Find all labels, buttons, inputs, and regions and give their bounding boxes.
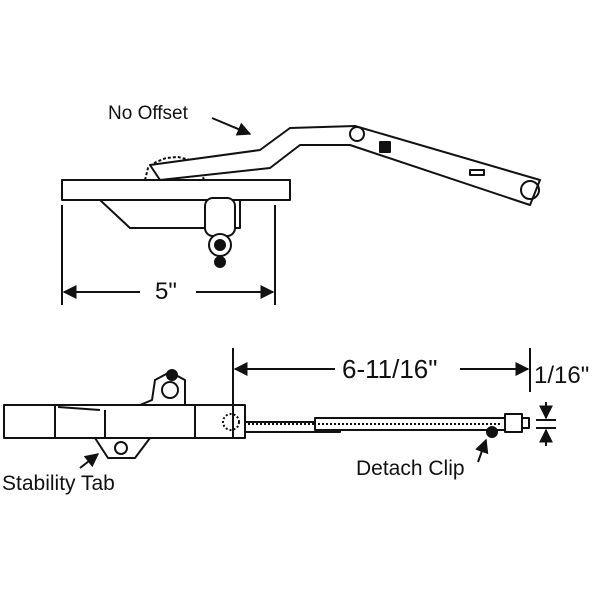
no-offset-leader <box>211 117 252 136</box>
thickness-dimension-label: 1/16" <box>534 362 590 389</box>
length-dimension-label: 6-11/16" <box>342 354 438 384</box>
end-block <box>504 413 523 433</box>
detach-clip-label: Detach Clip <box>356 457 465 480</box>
base-bar <box>61 179 291 201</box>
top-view-operator <box>61 117 541 305</box>
stability-tab-leader <box>79 453 100 469</box>
no-offset-label: No Offset <box>108 103 188 124</box>
offset-arm <box>149 125 541 206</box>
crank-housing <box>204 197 236 237</box>
detach-clip-leader <box>475 438 489 463</box>
width-dimension-label: 5" <box>155 278 177 305</box>
base-bracket <box>99 199 241 229</box>
detach-clip <box>486 426 498 438</box>
stability-tab <box>94 437 151 459</box>
stability-tab-label: Stability Tab <box>2 472 115 495</box>
body <box>3 404 246 439</box>
side-view-operator <box>3 348 556 469</box>
